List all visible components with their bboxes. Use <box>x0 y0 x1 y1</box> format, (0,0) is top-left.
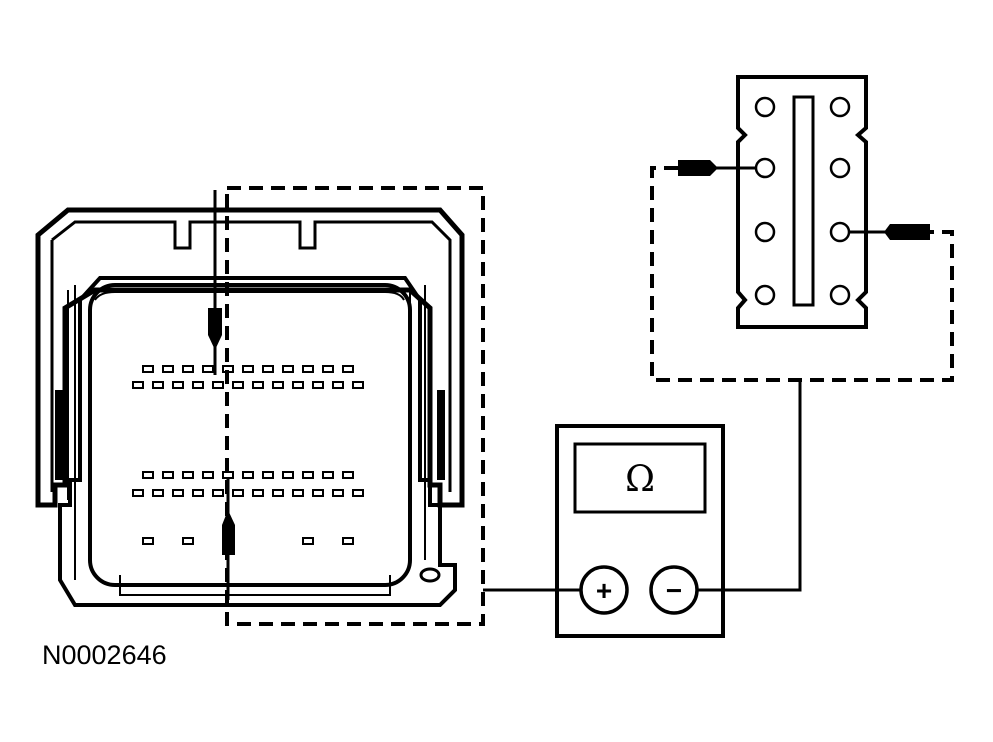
connector-pin <box>302 365 314 373</box>
connector-body <box>58 276 457 607</box>
connector-pin <box>322 365 334 373</box>
connector-pin <box>292 489 304 497</box>
connector-pin <box>342 365 354 373</box>
positive-terminal-label: + <box>596 575 612 606</box>
connector-pin <box>142 537 154 545</box>
small-connector-center-bar <box>792 95 815 307</box>
connector-lower-probe <box>222 478 235 600</box>
connector-upper-probe <box>208 190 222 375</box>
connector-pin <box>152 381 164 389</box>
connector-pin <box>332 489 344 497</box>
connector-pin <box>192 381 204 389</box>
connector-pin <box>132 489 144 497</box>
connector-pin <box>242 471 254 479</box>
connector-pin <box>262 365 274 373</box>
ohmmeter: Ω + − <box>555 424 725 638</box>
connector-pin <box>252 381 264 389</box>
small-connector-housing <box>736 75 868 329</box>
connector-pin <box>322 471 334 479</box>
connector-pin <box>272 381 284 389</box>
connector-pin <box>272 489 284 497</box>
connector-pin <box>342 471 354 479</box>
ohmmeter-display <box>573 442 707 514</box>
connector-inner-housing <box>51 220 452 492</box>
connector-pin <box>142 471 154 479</box>
figure-reference-id: N0002646 <box>42 640 167 670</box>
connector-pin <box>152 489 164 497</box>
connector-pin <box>182 365 194 373</box>
connector-pin <box>302 537 314 545</box>
connector-test-boundary <box>225 186 485 626</box>
small-connector-right-probe <box>849 224 930 240</box>
small-connector-pins <box>754 96 851 306</box>
connector-pin <box>162 471 174 479</box>
connector-pin <box>142 365 154 373</box>
connector-pin <box>182 471 194 479</box>
connector-pin <box>172 381 184 389</box>
small-connector-left-probe <box>678 160 756 176</box>
connector-pin <box>282 471 294 479</box>
connector-pin <box>282 365 294 373</box>
connector-pin <box>192 489 204 497</box>
connector-pin <box>232 489 244 497</box>
connector-face <box>88 283 412 587</box>
connector-pin <box>352 489 364 497</box>
connector-pin <box>252 489 264 497</box>
connector-pin <box>132 381 144 389</box>
connector-pin <box>302 471 314 479</box>
connector-pin <box>212 489 224 497</box>
small-connector-test-loop <box>650 166 954 382</box>
connector-pin <box>352 381 364 389</box>
connector-pin <box>292 381 304 389</box>
negative-terminal-label: − <box>666 575 682 606</box>
connector-outer-housing <box>35 207 465 508</box>
negative-lead <box>697 380 802 592</box>
connector-pin <box>202 471 214 479</box>
connector-pin <box>162 365 174 373</box>
connector-pin <box>242 365 254 373</box>
connector-pin <box>332 381 344 389</box>
connector-pin <box>172 489 184 497</box>
connector-pin <box>182 537 194 545</box>
connector-pins <box>132 365 364 545</box>
connector-pin <box>262 471 274 479</box>
connector-pin <box>222 471 234 479</box>
connector-pin <box>312 489 324 497</box>
connector-pin <box>342 537 354 545</box>
connector-pin <box>312 381 324 389</box>
module-connector <box>35 207 465 607</box>
connector-pin <box>202 365 214 373</box>
connector-pin <box>212 381 224 389</box>
connector-pin <box>232 381 244 389</box>
small-connector <box>736 75 868 329</box>
ohm-symbol: Ω <box>625 459 655 500</box>
